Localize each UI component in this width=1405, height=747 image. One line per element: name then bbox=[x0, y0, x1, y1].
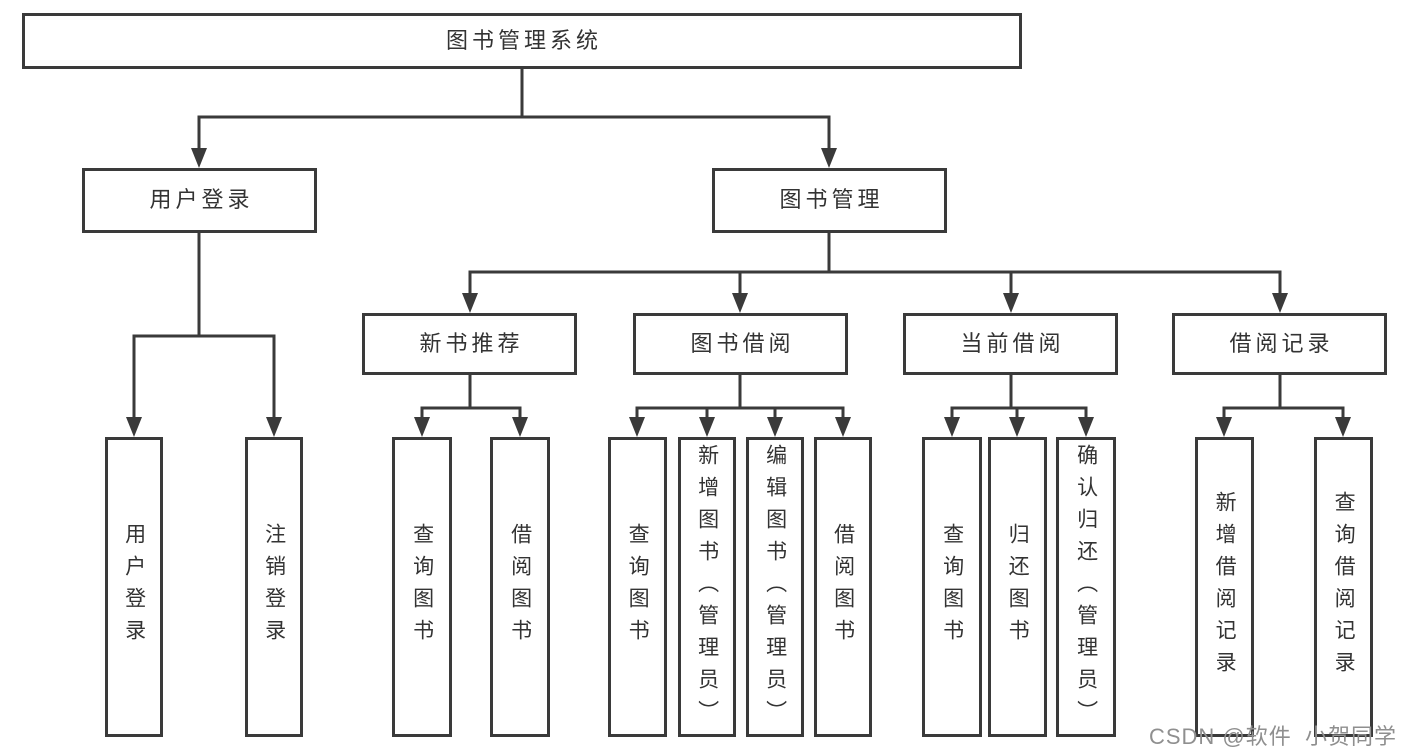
leaf-records-add-record: 新增借阅记录 bbox=[1195, 437, 1254, 737]
leaf-recommend-borrow-books: 借阅图书 bbox=[490, 437, 550, 737]
arrowhead bbox=[732, 293, 748, 313]
watermark: CSDN @软件_小贺同学 bbox=[1148, 724, 1397, 747]
arrowhead bbox=[266, 417, 282, 437]
leaf-borrow-edit-books-admin: 编辑图书（管理员） bbox=[746, 437, 804, 737]
arrowhead bbox=[191, 148, 207, 168]
arrowhead bbox=[126, 417, 142, 437]
node-root: 图书管理系统 bbox=[22, 13, 1022, 69]
leaf-borrow-borrow-books: 借阅图书 bbox=[814, 437, 872, 737]
connector-line bbox=[197, 115, 831, 150]
arrowhead bbox=[821, 148, 837, 168]
leaf-borrow-query-books: 查询图书 bbox=[608, 437, 667, 737]
arrowhead bbox=[835, 417, 851, 437]
leaf-current-return-books: 归还图书 bbox=[988, 437, 1047, 737]
leaf-records-query-record: 查询借阅记录 bbox=[1314, 437, 1373, 737]
node-new-book-recommend: 新书推荐 bbox=[362, 313, 577, 375]
arrowhead bbox=[512, 417, 528, 437]
arrowhead bbox=[699, 417, 715, 437]
arrowhead bbox=[1003, 293, 1019, 313]
leaf-current-query-books: 查询图书 bbox=[922, 437, 982, 737]
arrowhead bbox=[1216, 417, 1232, 437]
connector-line bbox=[132, 334, 276, 419]
node-book-borrow: 图书借阅 bbox=[633, 313, 848, 375]
connector-book-management-to-level3 bbox=[462, 233, 1288, 313]
arrowhead bbox=[944, 417, 960, 437]
node-user-login: 用户登录 bbox=[82, 168, 317, 233]
connector-line bbox=[635, 406, 845, 420]
leaf-borrow-add-books-admin: 新增图书（管理员） bbox=[678, 437, 736, 737]
arrowhead bbox=[414, 417, 430, 437]
leaf-current-confirm-return-admin: 确认归还（管理员） bbox=[1056, 437, 1116, 737]
leaf-user-login: 用户登录 bbox=[105, 437, 163, 737]
arrowhead bbox=[767, 417, 783, 437]
leaf-recommend-query-books: 查询图书 bbox=[392, 437, 452, 737]
connector-line bbox=[468, 270, 1282, 295]
node-borrow-records: 借阅记录 bbox=[1172, 313, 1387, 375]
node-book-management: 图书管理 bbox=[712, 168, 947, 233]
connector-line bbox=[950, 406, 1088, 420]
connector-line bbox=[420, 406, 522, 420]
arrowhead bbox=[1009, 417, 1025, 437]
arrowhead bbox=[462, 293, 478, 313]
connector-user-login-to-leaves bbox=[126, 233, 282, 437]
connector-new-book-recommend-to-leaves bbox=[414, 375, 528, 437]
connector-current-borrow-to-leaves bbox=[944, 375, 1094, 437]
connector-root-to-level2 bbox=[191, 69, 837, 168]
connector-line bbox=[1222, 406, 1345, 420]
arrowhead bbox=[1335, 417, 1351, 437]
arrowhead bbox=[629, 417, 645, 437]
node-current-borrow: 当前借阅 bbox=[903, 313, 1118, 375]
leaf-logout: 注销登录 bbox=[245, 437, 303, 737]
connector-borrow-records-to-leaves bbox=[1216, 375, 1351, 437]
connector-book-borrow-to-leaves bbox=[629, 375, 851, 437]
arrowhead bbox=[1078, 417, 1094, 437]
arrowhead bbox=[1272, 293, 1288, 313]
